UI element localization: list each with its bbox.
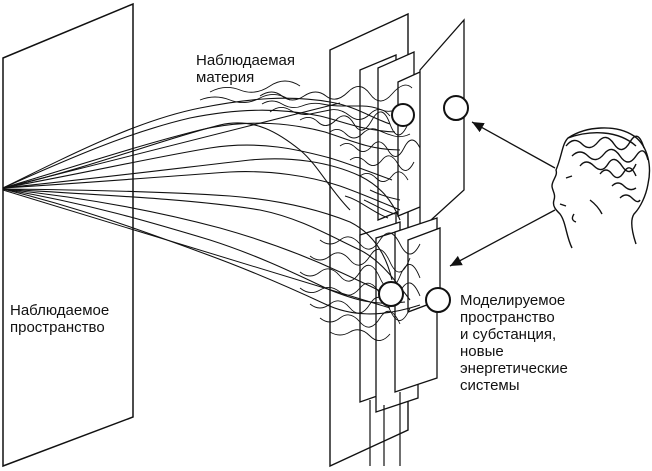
turbulence-texture bbox=[199, 80, 421, 341]
label-observed-matter: Наблюдаемая материя bbox=[196, 52, 295, 86]
observer-head-icon bbox=[551, 127, 651, 249]
upper-lenses bbox=[391, 95, 469, 127]
panel-stands bbox=[369, 392, 401, 466]
arrow-to-lower bbox=[449, 209, 556, 267]
lower-panel-stack bbox=[359, 217, 441, 413]
panel-channels bbox=[344, 189, 401, 219]
label-observed-space: Наблюдаемое пространство bbox=[10, 302, 110, 336]
lower-lenses bbox=[378, 281, 451, 313]
label-modeled-space: Моделируемое пространство и субстанция, … bbox=[460, 292, 568, 394]
arrow-to-upper bbox=[471, 121, 556, 169]
observed-space-plane bbox=[2, 2, 134, 468]
